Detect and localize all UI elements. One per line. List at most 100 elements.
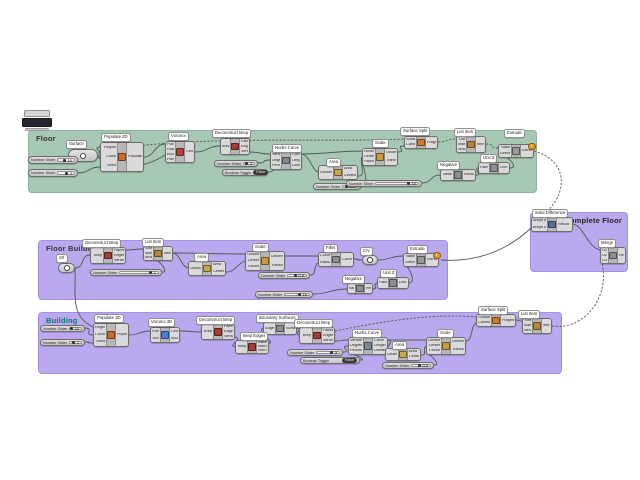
b-listitem[interactable]: ListIndexWrapItem (522, 318, 552, 334)
b-factor-slider-knob[interactable] (417, 364, 421, 367)
floor-unitz[interactable]: FactorUnit vector (478, 162, 510, 174)
floor-degree-slider-knob[interactable] (245, 162, 249, 165)
b-area[interactable]: GeometryAreaCentroid (385, 348, 421, 361)
b-seed-slider-track[interactable]: 2 (69, 340, 82, 345)
floor-srfsplit[interactable]: SurfaceCurvesFragments (404, 136, 438, 149)
fb-radius-slider-knob[interactable] (293, 274, 297, 277)
fb-area[interactable]: GeometryAreaCentroid (188, 261, 226, 276)
fb-fillet-inputs: CurveRadius (319, 253, 331, 266)
cf-merge[interactable]: D1D2D3Result (600, 247, 626, 264)
b-area-output-port: Centroid (409, 355, 419, 359)
floor-voronoi-input-port: Radius (167, 147, 174, 151)
floor-populate2d-icon (118, 153, 126, 161)
floor-scale-slider-knob[interactable] (344, 185, 348, 188)
b-degree-slider-value: 3 (334, 350, 337, 355)
b-count-slider-knob[interactable] (70, 327, 74, 330)
fb-unitz[interactable]: FactorUnit vector (377, 277, 409, 289)
fb-extrude-name-bubble: Extrude (407, 245, 428, 254)
fb-height-slider-knob[interactable] (298, 293, 302, 296)
b-brepedges-inputs: Brep (236, 341, 247, 353)
fb-debrep[interactable]: BrepFacesEdgesVertices (90, 247, 126, 264)
fb-fillet-body (331, 253, 341, 266)
b-brepedges[interactable]: BrepNakedInteriorNon-Manifold (235, 340, 269, 354)
fb-srf-param[interactable] (58, 263, 75, 273)
fb-listitem[interactable]: ListIndexWrapItem (143, 246, 173, 261)
floor-extrude[interactable]: BaseDirectionExtrusion! (498, 142, 536, 158)
b-factor-slider-value: 0.9 (422, 363, 428, 368)
canvas-gadget-screen[interactable] (22, 118, 52, 127)
b-debrep1[interactable]: BrepFacesEdgesVertices (201, 324, 235, 340)
b-voronoi3d[interactable]: PointsBoxCellsBoundary (150, 327, 180, 343)
floor-populate2d-output-port: Population (128, 155, 142, 159)
floor-height-slider-track[interactable]: 10 (375, 181, 419, 186)
floor-listitem[interactable]: ListIndexWrapItem (456, 136, 486, 153)
fb-scale[interactable]: GeometryCenterFactorGeometryTransform (245, 251, 285, 271)
floor-populate2d-input-port: Region (103, 145, 116, 149)
floor-area[interactable]: GeometryAreaCentroid (318, 165, 358, 180)
fb-radius-slider-track[interactable]: 0.9 (287, 273, 307, 278)
fb-crv-param[interactable] (362, 255, 378, 265)
floor-nurbs[interactable]: VerticesDegreePeriodicCurveLengthDomain (270, 151, 302, 170)
fb-height-slider-track[interactable]: 10 (284, 292, 310, 297)
floor-count-slider-track[interactable]: 10 (57, 158, 75, 163)
floor-unitz-output-port: Unit vector (500, 166, 508, 170)
floor-unitz-name-bubble: Unit Z (480, 154, 498, 163)
floor-seed-slider-value: 2 (69, 170, 72, 176)
b-listitem-inputs: ListIndexWrap (523, 319, 532, 333)
b-populate3d[interactable]: RegionCountSeedPopulation (93, 323, 129, 347)
floor-count-slider-label: Number Slider (31, 158, 56, 162)
fb-index-slider-knob[interactable] (149, 271, 153, 274)
b-count-slider-track[interactable]: 10 (69, 326, 82, 331)
b-bsurf[interactable]: EdgesSurfaces (263, 322, 297, 335)
floor-populate2d-outputs: Population (127, 143, 143, 171)
fb-crv-param-icon (367, 257, 373, 263)
b-seed-slider-knob[interactable] (72, 341, 76, 344)
cf-soliddiff-input-port: Breps A (533, 219, 546, 223)
b-debrep2[interactable]: BrepFacesEdgesVertices (299, 327, 335, 344)
floor-seed-slider-knob[interactable] (65, 171, 69, 175)
fb-extrude[interactable]: BaseDirectionExtrusion! (403, 251, 441, 267)
floor-scale[interactable]: GeometryCenterFactorGeometryTransform (362, 148, 398, 166)
b-srfsplit[interactable]: SurfaceCurvesFragments (476, 314, 516, 327)
b-degree-slider-track[interactable]: 3 (316, 350, 340, 355)
b-periodic-toggle-state[interactable]: False (341, 357, 357, 364)
floor-height-slider-knob[interactable] (407, 182, 411, 185)
fb-index-slider-track[interactable]: 1 (119, 270, 159, 275)
b-factor-slider-track[interactable]: 0.9 (411, 363, 431, 368)
fb-fillet[interactable]: CurveRadiusCurve (318, 252, 354, 267)
fb-listitem-name-bubble: List Item (142, 238, 165, 247)
floor-count-slider-knob[interactable] (63, 158, 67, 162)
floor-degree-slider-track[interactable]: 3 (243, 161, 255, 166)
b-degree-slider-knob[interactable] (330, 351, 334, 354)
fb-height-slider-value: 10 (302, 292, 307, 297)
fb-fillet-input-port: Curve (320, 254, 330, 258)
b-scale[interactable]: GeometryCenterFactorGeometryTransform (426, 337, 466, 355)
floor-listitem-name-bubble: List Item (454, 128, 477, 137)
floor-populate2d[interactable]: RegionCountSeedPopulation (100, 142, 144, 172)
b-nurbs[interactable]: VerticesDegreePeriodicCurveLengthDomain (348, 337, 388, 355)
floor-debrep[interactable]: BrepFacesEdgesVertices (220, 138, 250, 155)
floor-seed-slider-track[interactable]: 2 (57, 170, 75, 176)
b-nurbs-name-bubble: Nurbs Curve (352, 329, 383, 338)
floor-periodic-toggle-state[interactable]: False (253, 169, 269, 176)
group-complete-floor-title: Complete Floor (564, 216, 622, 225)
floor-voronoi[interactable]: PointsRadiusBoundaryPlaneCells (165, 141, 195, 163)
fb-scale-icon (261, 257, 269, 265)
